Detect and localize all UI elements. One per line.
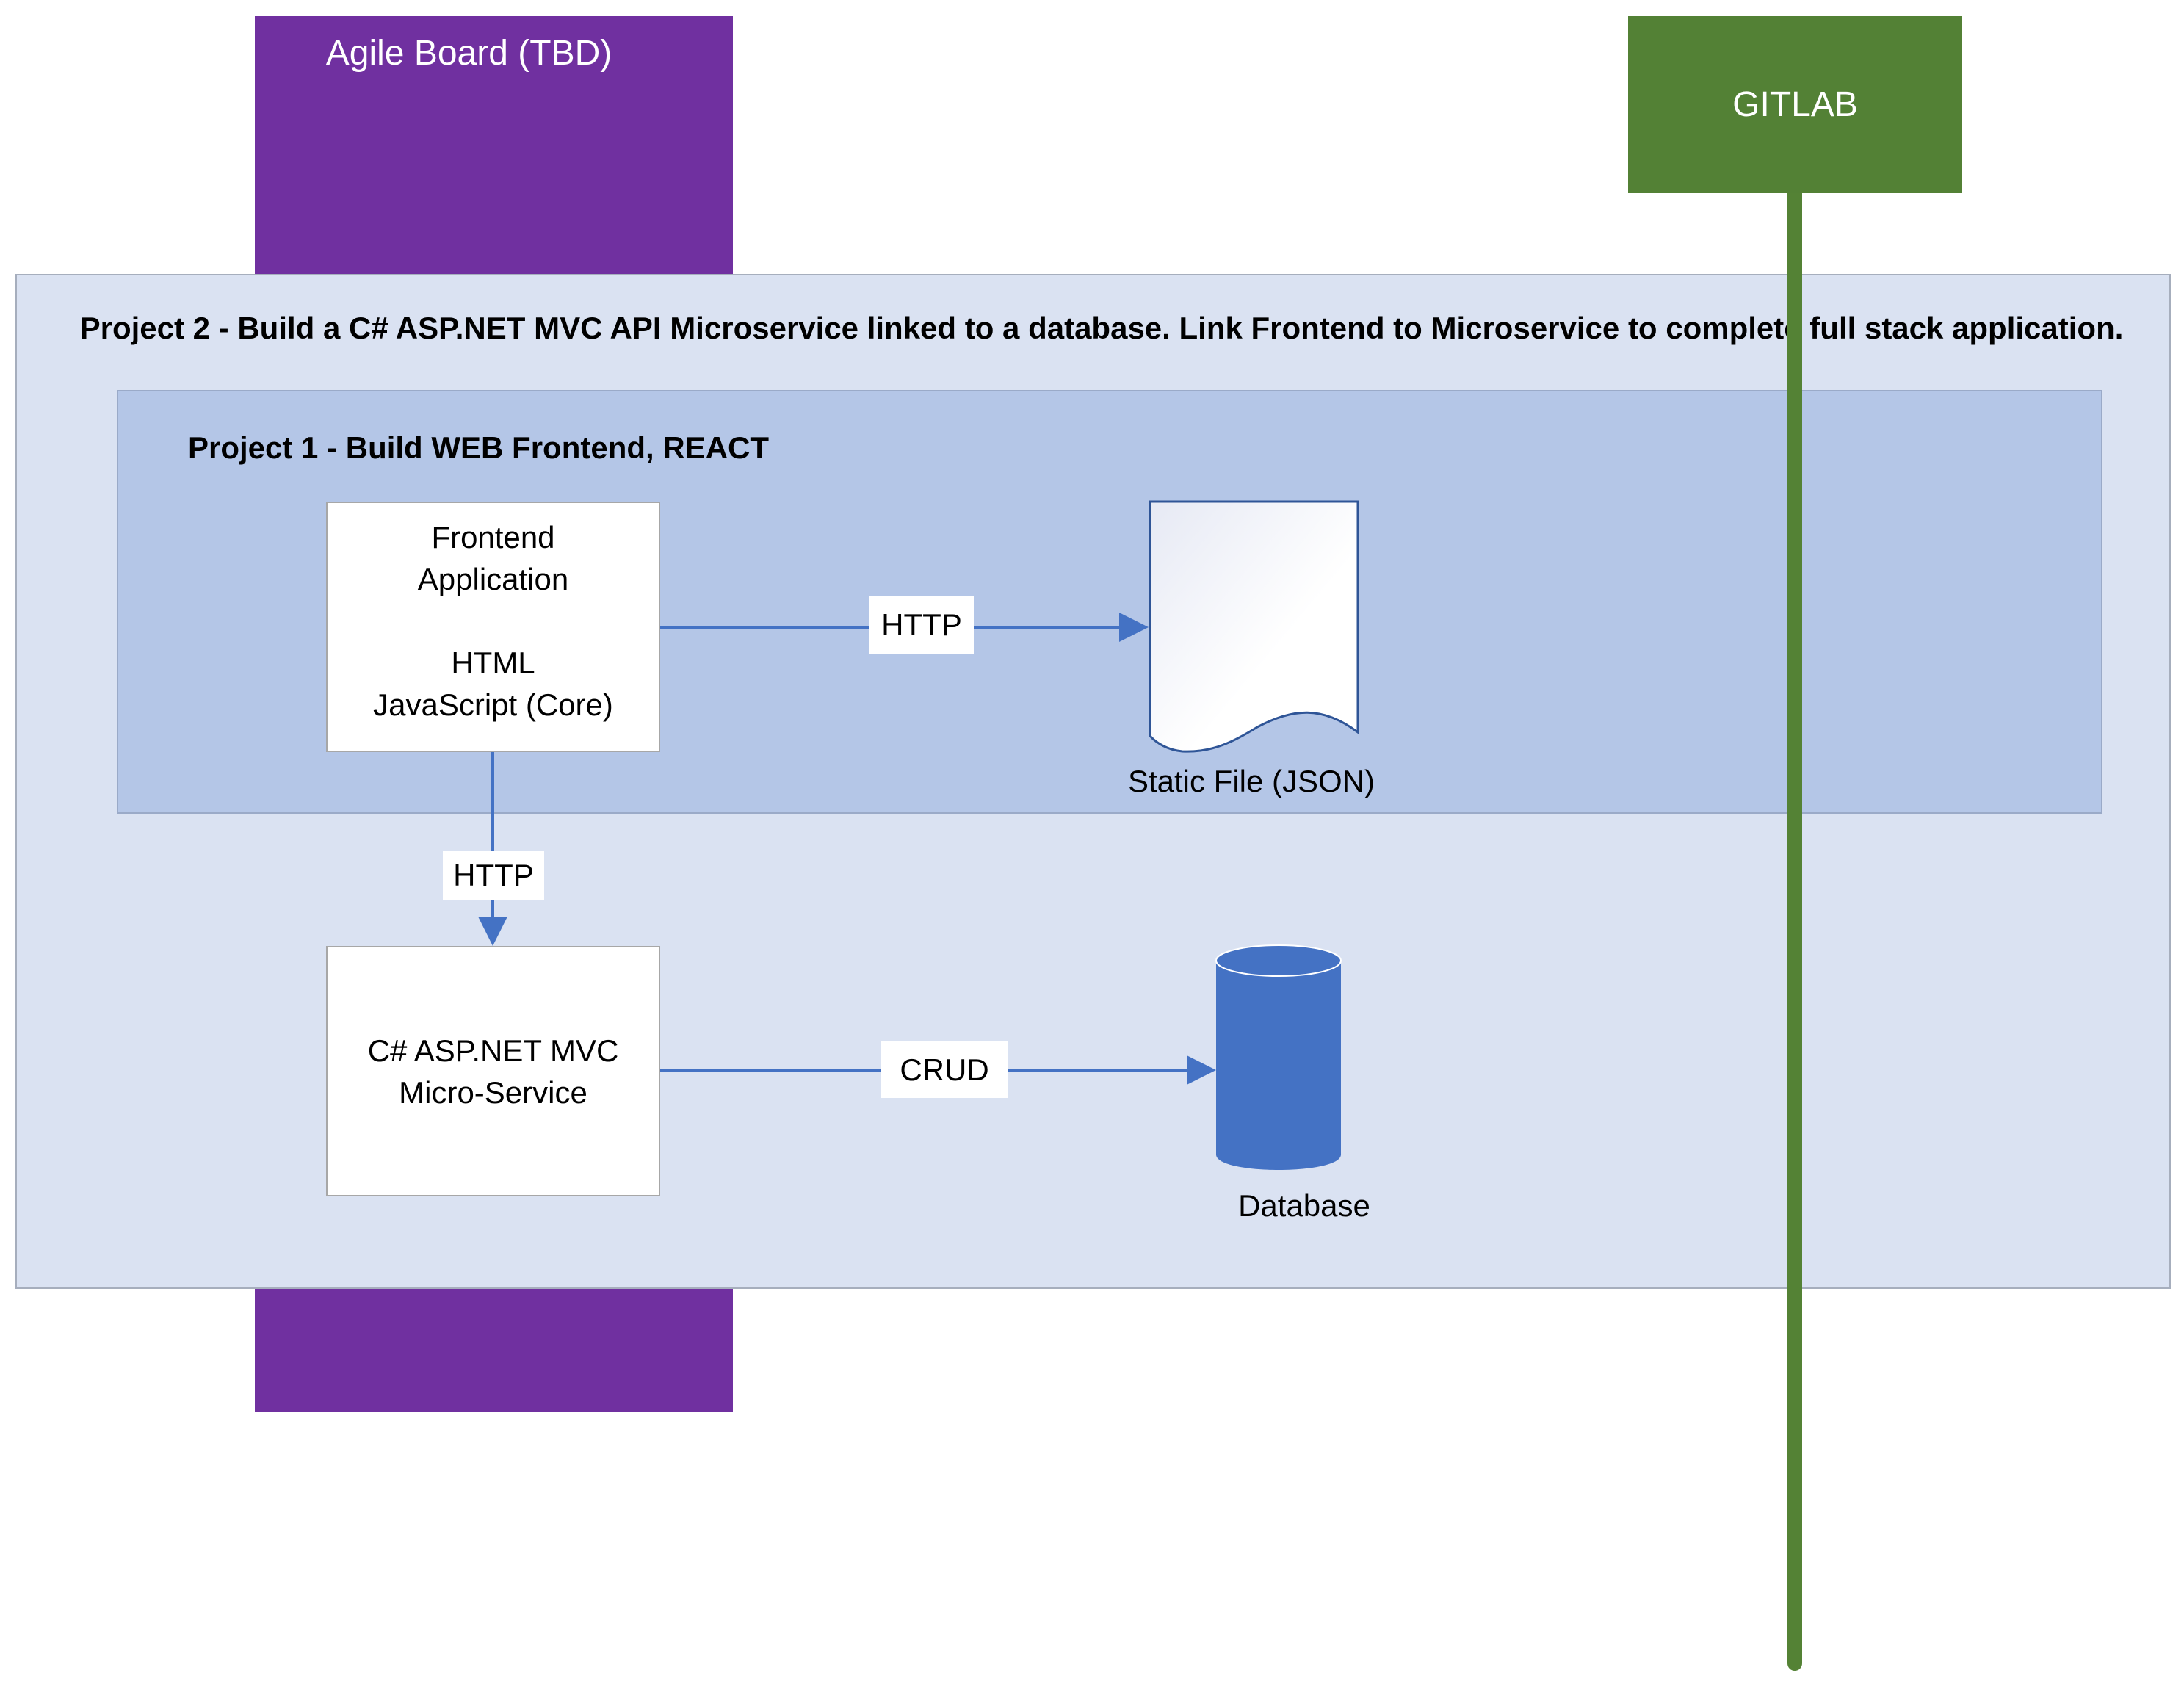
frontend-line-4: JavaScript (Core) [373,687,613,722]
service-line-1: C# ASP.NET MVC [367,1033,619,1068]
database-label: Database [1238,1188,1370,1223]
gitlab-header: GITLAB [1628,16,1962,193]
agile-board-title: Agile Board (TBD) [325,34,612,73]
http-label-frontend-to-file: HTTP [869,596,974,654]
static-file-document-icon [1149,500,1359,753]
project2-title: Project 2 - Build a C# ASP.NET MVC API M… [79,311,2124,345]
gitlab-label: GITLAB [1732,85,1858,124]
database-cylinder-icon [1215,944,1342,1170]
frontend-line-1: Frontend [431,520,555,554]
frontend-application-box: Frontend Application HTML JavaScript (Co… [326,502,660,752]
service-line-2: Micro-Service [399,1074,587,1110]
http-label-frontend-to-service: HTTP [443,851,544,900]
microservice-box: C# ASP.NET MVC Micro-Service [326,946,660,1196]
frontend-line-3: HTML [451,646,535,680]
frontend-line-2: Application [417,562,569,596]
static-file-label: Static File (JSON) [1127,764,1375,798]
project1-title: Project 1 - Build WEB Frontend, REACT [188,430,770,465]
crud-label-service-to-database: CRUD [881,1041,1008,1098]
